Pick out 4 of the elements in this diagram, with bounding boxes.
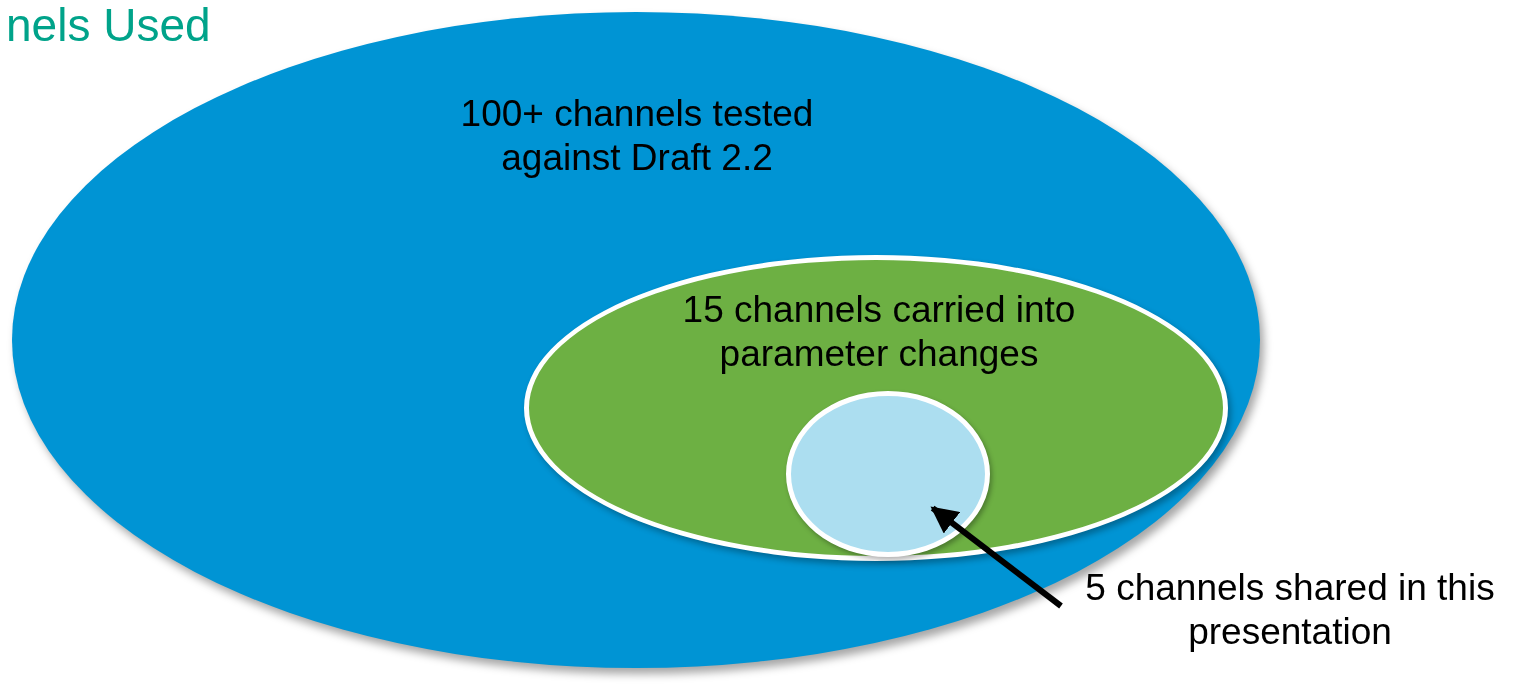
slide-title: nels Used xyxy=(6,0,211,52)
ellipse-label: 100+ channels tested against Draft 2.2 xyxy=(459,92,815,180)
ellipse-label: 15 channels carried into parameter changes xyxy=(681,288,1077,376)
callout-label: 5 channels shared in this presentation xyxy=(1084,566,1496,654)
